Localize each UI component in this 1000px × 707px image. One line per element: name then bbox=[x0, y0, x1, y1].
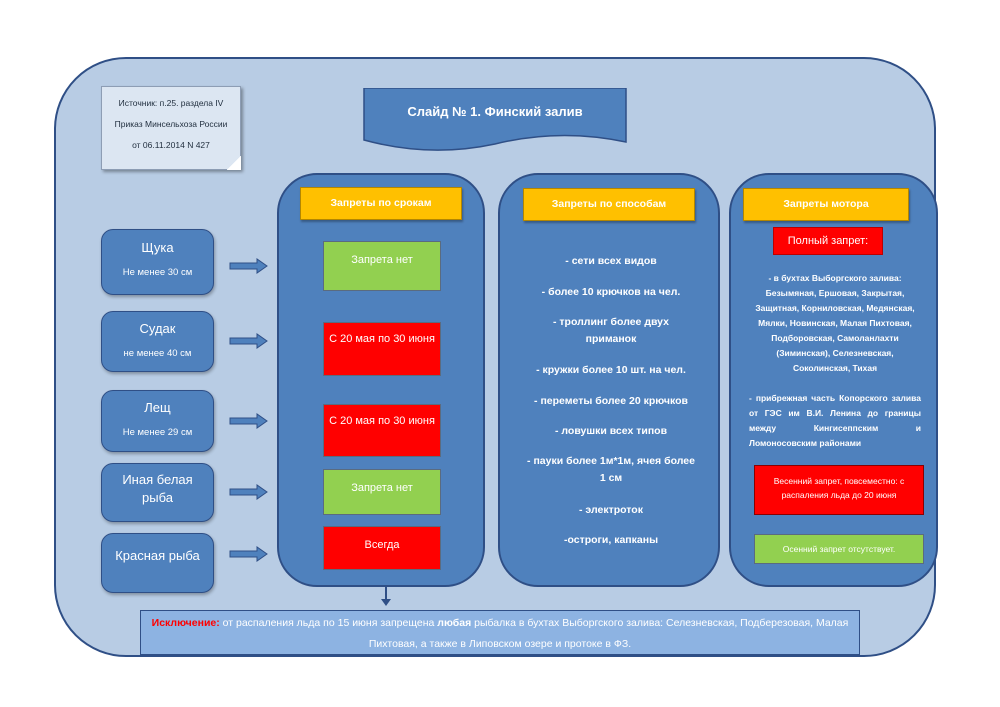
autumn-ban-box: Осенний запрет отсутствует. bbox=[754, 534, 924, 564]
species-red-fish: Красная рыба bbox=[101, 533, 214, 593]
species-name: Иная белая рыба bbox=[122, 472, 193, 505]
method-item: - более 10 крючков на чел. bbox=[541, 286, 681, 298]
arrow-right-icon bbox=[229, 546, 268, 562]
banner-shape bbox=[363, 88, 627, 151]
term-zander: С 20 мая по 30 июня bbox=[323, 322, 441, 376]
title-banner: Слайд № 1. Финский залив bbox=[360, 88, 630, 154]
motor-coast-text: - прибрежная часть Копорского залива от … bbox=[749, 393, 921, 448]
method-item: - ловушки всех типов bbox=[554, 425, 668, 437]
species-name: Судак bbox=[139, 321, 176, 336]
source-line-3: от 06.11.2014 N 427 bbox=[132, 140, 210, 150]
arrow-right-icon bbox=[229, 258, 268, 274]
method-item: - пауки более 1м*1м, ячея более 1 см bbox=[527, 455, 695, 484]
exception-bold: любая bbox=[437, 617, 472, 629]
motor-column: Запреты мотора Полный запрет: - в бухтах… bbox=[729, 173, 938, 587]
method-item: - электроток bbox=[579, 504, 643, 516]
species-name: Щука bbox=[141, 240, 174, 255]
species-bream: Лещ Не менее 29 см bbox=[101, 390, 214, 452]
method-item: -остроги, капканы bbox=[563, 534, 659, 546]
species-other-white-fish: Иная белая рыба bbox=[101, 463, 214, 522]
full-ban-label: Полный запрет: bbox=[773, 227, 883, 255]
species-zander: Судак не менее 40 см bbox=[101, 311, 214, 372]
exception-label: Исключение: bbox=[151, 617, 220, 629]
method-item: - троллинг более двух приманок bbox=[553, 316, 669, 345]
terms-column: Запреты по срокам Запрета нет С 20 мая п… bbox=[277, 173, 485, 587]
species-min-size: Не менее 29 см bbox=[122, 427, 193, 438]
term-pike: Запрета нет bbox=[323, 241, 441, 291]
arrow-right-icon bbox=[229, 484, 268, 500]
source-note: Источник: п.25. раздела IV Приказ Минсел… bbox=[101, 86, 241, 170]
exception-text-1: от распаления льда по 15 июня запрещена bbox=[219, 617, 438, 629]
arrow-right-icon bbox=[229, 333, 268, 349]
method-item: - кружки более 10 шт. на чел. bbox=[536, 364, 686, 376]
arrow-right-icon bbox=[229, 413, 268, 429]
source-line-2: Приказ Минсельхоза России bbox=[114, 119, 228, 129]
page-title: Слайд № 1. Финский залив bbox=[407, 104, 583, 119]
term-other-white-fish: Запрета нет bbox=[323, 469, 441, 515]
exception-bar: Исключение: от распаления льда по 15 июн… bbox=[140, 610, 860, 655]
species-name: Красная рыба bbox=[115, 548, 200, 563]
terms-header: Запреты по срокам bbox=[300, 187, 462, 220]
motor-bays-text: - в бухтах Выборгского залива: Безымяная… bbox=[755, 273, 915, 373]
method-item: - сети всех видов bbox=[565, 255, 657, 267]
arrow-down-icon bbox=[381, 585, 391, 606]
term-bream: С 20 мая по 30 июня bbox=[323, 404, 441, 457]
method-item: - переметы более 20 крючков bbox=[534, 395, 688, 407]
source-line-1: Источник: п.25. раздела IV bbox=[118, 98, 224, 108]
page-fold-icon bbox=[227, 156, 241, 170]
species-min-size: не менее 40 см bbox=[123, 348, 192, 359]
methods-header: Запреты по способам bbox=[523, 188, 695, 221]
species-pike: Щука Не менее 30 см bbox=[101, 229, 214, 295]
methods-column: Запреты по способам - сети всех видов - … bbox=[498, 173, 720, 587]
species-min-size: Не менее 30 см bbox=[122, 267, 193, 278]
motor-header: Запреты мотора bbox=[743, 188, 909, 221]
spring-ban-box: Весенний запрет, повсеместно: с распален… bbox=[754, 465, 924, 515]
exception-text-2: рыбалка в бухтах Выборгского залива: Сел… bbox=[368, 617, 849, 650]
species-name: Лещ bbox=[144, 400, 171, 415]
term-red-fish: Всегда bbox=[323, 526, 441, 570]
